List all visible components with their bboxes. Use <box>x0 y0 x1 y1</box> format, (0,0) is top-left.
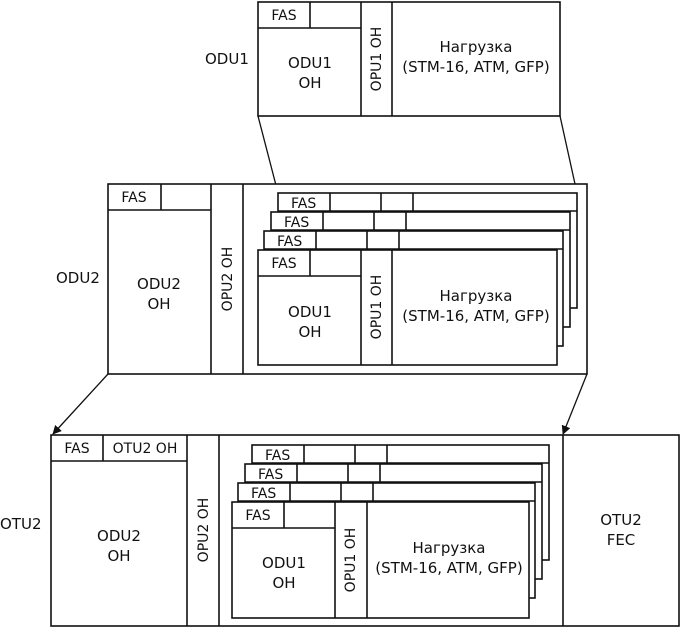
fas-label: FAS <box>284 215 309 231</box>
payload-line2: (STM-16, ATM, GFP) <box>402 58 549 76</box>
arrow-odu2-right <box>561 373 588 435</box>
odu1-label: ODU1 <box>205 50 249 68</box>
odu2-oh-line1: ODU2 <box>137 275 181 293</box>
fas-label: FAS <box>271 256 296 272</box>
otu2-label: OTU2 <box>0 515 42 533</box>
otu2-fec-line1: OTU2 <box>600 511 642 529</box>
fas-label: FAS <box>251 486 276 502</box>
fas-label: FAS <box>291 196 316 212</box>
odu1-oh-line2: OH <box>272 574 295 592</box>
odu2-frame: ODU2 FAS ODU2 OH OPU2 OH FAS FAS <box>56 183 588 375</box>
otu2-oh-label: OTU2 OH <box>113 441 178 457</box>
fas-label: FAS <box>277 234 302 250</box>
odu2-oh-line2: OH <box>147 295 170 313</box>
otu2-fec-line2: FEC <box>607 531 636 549</box>
fas-label: FAS <box>121 190 146 206</box>
odu2-label: ODU2 <box>56 269 100 287</box>
fas-label: FAS <box>271 8 296 24</box>
odu1-stack-layer-1: FAS ODU1 OH OPU1 OH Нагрузка (STM-16, AT… <box>231 501 530 619</box>
odu1-oh-line1: ODU1 <box>288 303 332 321</box>
arrow-odu1-right <box>559 115 580 194</box>
odu1-stack-layer-1: FAS ODU1 OH OPU1 OH Нагрузка (STM-16, AT… <box>257 249 558 366</box>
fas-label: FAS <box>245 508 270 524</box>
otu2-frame: OTU2 FAS OTU2 OH ODU2 OH OPU2 OH OTU2 FE… <box>0 434 680 627</box>
payload-line2: (STM-16, ATM, GFP) <box>375 559 522 577</box>
odu1-oh-line1: ODU1 <box>288 54 332 72</box>
payload-line1: Нагрузка <box>440 287 513 305</box>
payload-line1: Нагрузка <box>413 539 486 557</box>
odu2-oh-line1: ODU2 <box>97 527 141 545</box>
opu1-oh-label: OPU1 OH <box>343 528 359 593</box>
fas-label: FAS <box>258 467 283 483</box>
fas-label: FAS <box>64 441 89 457</box>
odu2-oh-line2: OH <box>107 547 130 565</box>
arrow-odu1-left <box>257 115 281 194</box>
odu1-oh-line2: OH <box>298 323 321 341</box>
opu1-oh-label: OPU1 OH <box>369 275 385 340</box>
odu1-frame: ODU1 FAS ODU1 OH OPU1 OH Нагрузка (STM-1… <box>205 1 561 117</box>
payload-line1: Нагрузка <box>440 38 513 56</box>
payload-line2: (STM-16, ATM, GFP) <box>402 307 549 325</box>
opu1-oh-label: OPU1 OH <box>369 27 385 92</box>
fas-label: FAS <box>265 448 290 464</box>
opu2-oh-label: OPU2 OH <box>220 247 236 312</box>
opu2-oh-label: OPU2 OH <box>196 498 212 563</box>
arrow-odu2-left <box>52 373 109 435</box>
odu1-oh-line1: ODU1 <box>262 554 306 572</box>
odu1-oh-line2: OH <box>298 74 321 92</box>
